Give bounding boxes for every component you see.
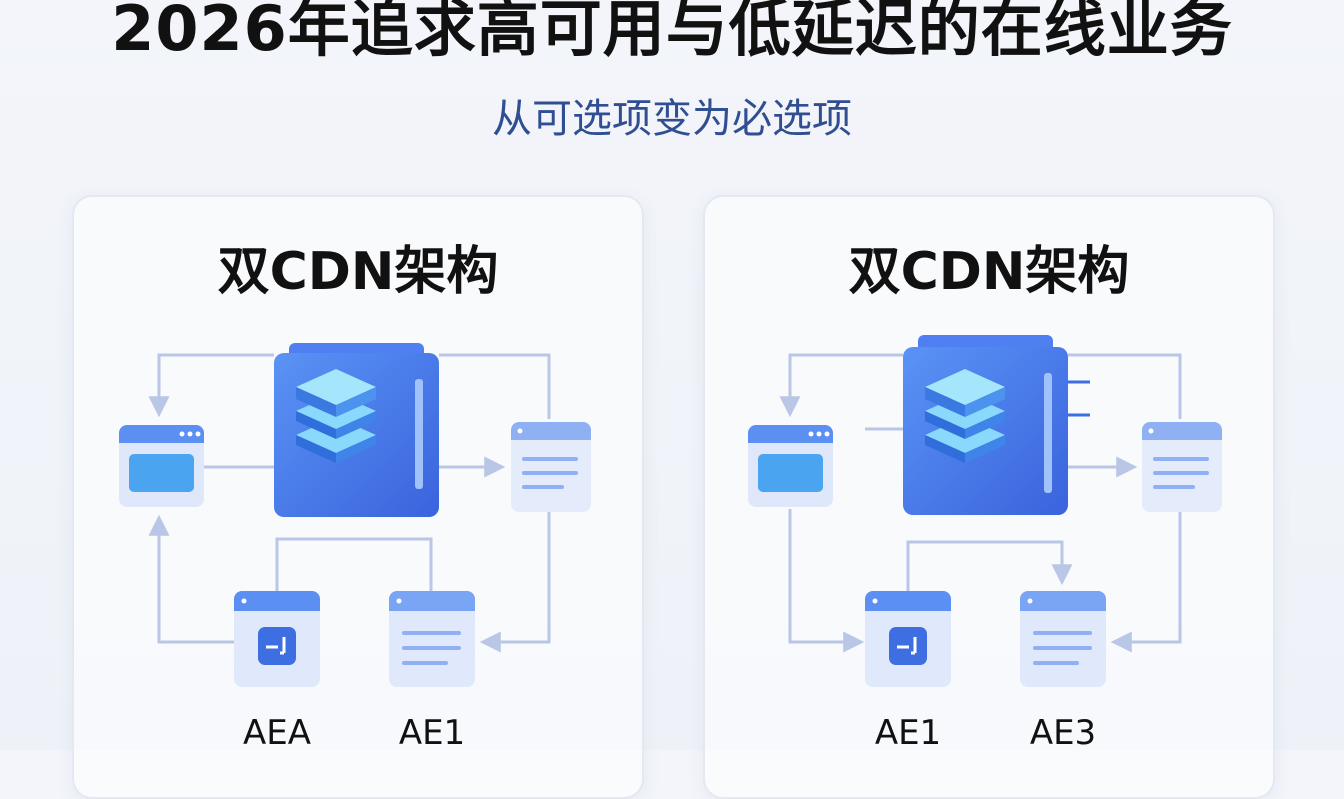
panel-title-right: 双CDN架构	[848, 242, 1130, 302]
diagram-panel-left: 双CDN架构	[72, 195, 644, 799]
browser-window-icon	[119, 425, 204, 507]
architecture-diagram-left	[119, 343, 591, 687]
panel-title-left: 双CDN架构	[217, 242, 499, 302]
page-title: 2026年追求高可用与低延迟的在线业务	[111, 0, 1233, 65]
cdn-server-icon	[903, 335, 1068, 515]
document-window-icon	[1142, 422, 1222, 512]
node-label: AE1	[874, 713, 942, 753]
node-label: AE1	[398, 713, 466, 753]
architecture-diagram-right	[748, 335, 1222, 687]
connector-lines	[779, 353, 1182, 653]
node-label: AEA	[243, 713, 311, 753]
node-label: AE3	[1029, 713, 1097, 753]
diagram-panel-right: 双CDN架构	[703, 195, 1275, 799]
page-subtitle: 从可选项变为必选项	[492, 96, 852, 142]
cdn-server-icon	[274, 343, 439, 517]
terminal-window-icon	[865, 591, 951, 687]
document-window-icon	[511, 422, 591, 512]
connector-lines	[148, 353, 551, 653]
document-window-icon	[1020, 591, 1106, 687]
terminal-window-icon	[234, 591, 320, 687]
document-window-icon	[389, 591, 475, 687]
browser-window-icon	[748, 425, 833, 507]
